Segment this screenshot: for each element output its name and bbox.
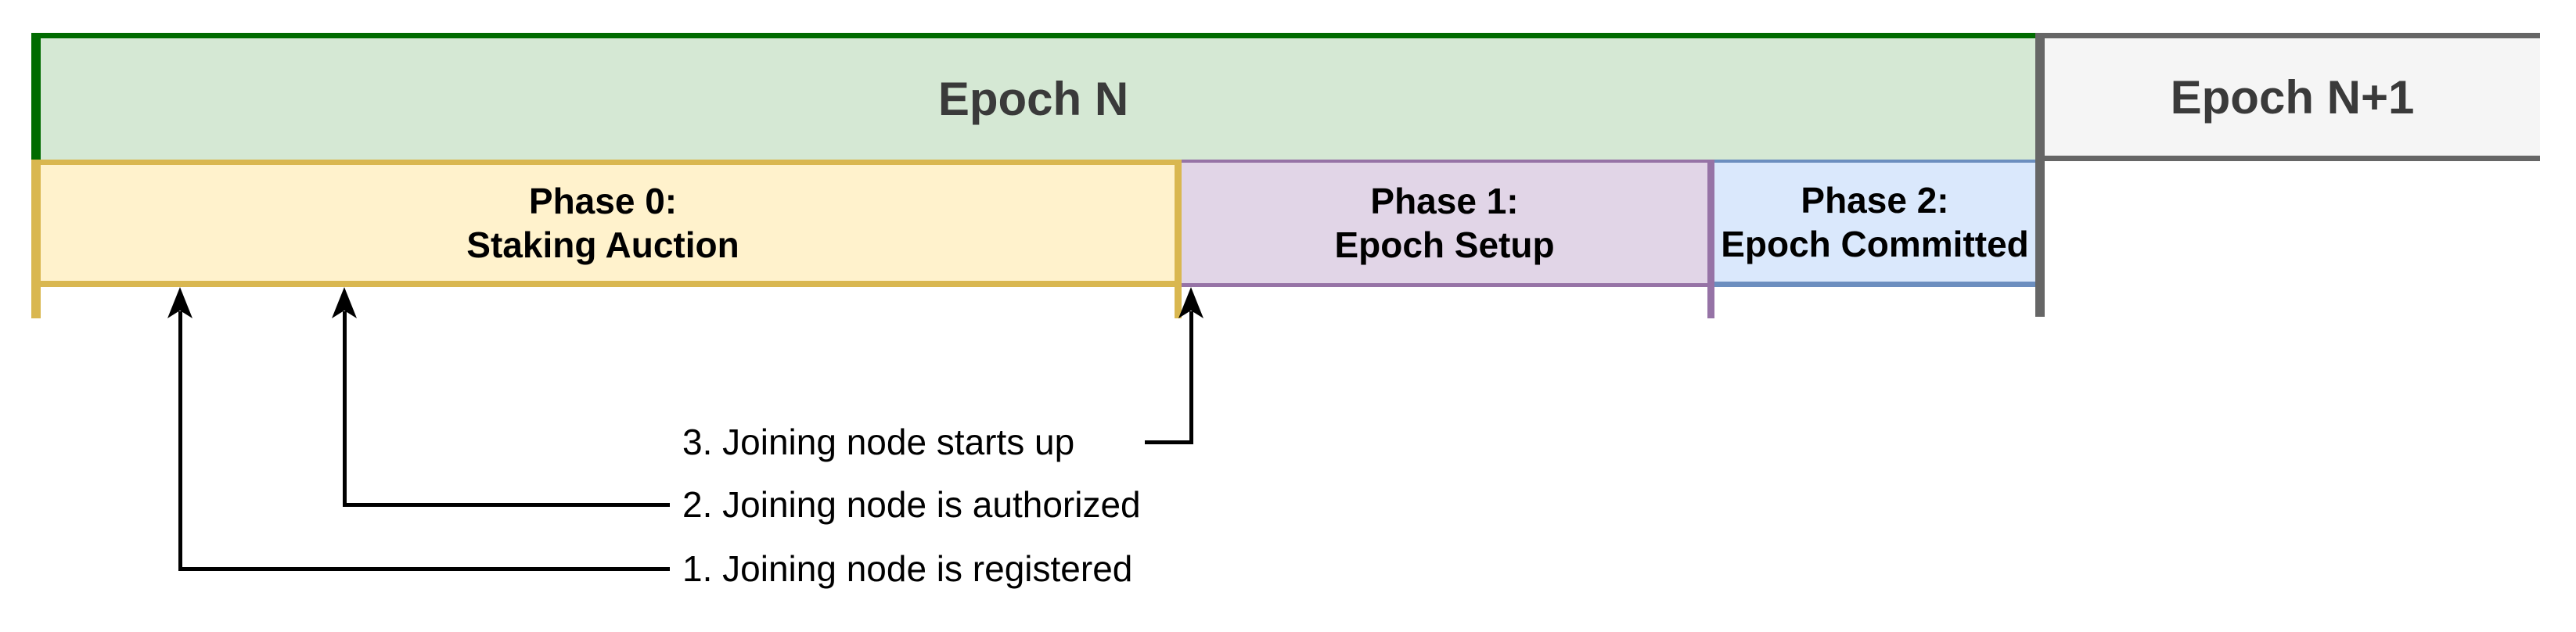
phase-0-title: Phase 0:: [528, 180, 678, 221]
phase-1-subtitle: Epoch Setup: [1334, 224, 1555, 265]
phase-0-end-tick: [1175, 160, 1182, 318]
arrow-1-line: [178, 311, 182, 571]
arrowhead-up-icon: [1178, 287, 1203, 318]
annotation-node-starts-up: 3. Joining node starts up: [682, 422, 1075, 462]
annotation-node-authorized: 2. Joining node is authorized: [682, 484, 1141, 525]
phase-2-box: Phase 2: Epoch Committed: [1714, 160, 2035, 287]
epoch-boundary-divider: [2035, 33, 2045, 317]
annotation-node-registered: 1. Joining node is registered: [682, 548, 1133, 589]
arrow-3-line: [1189, 311, 1193, 444]
epoch-n-title: Epoch N: [937, 73, 1129, 125]
arrow-2-line: [343, 311, 347, 507]
epoch-start-marker: [31, 33, 41, 160]
arrowhead-up-icon: [332, 287, 357, 318]
phase-0-subtitle: Staking Auction: [466, 224, 739, 265]
phase-2-title: Phase 2:: [1801, 179, 1949, 221]
phase-1-end-tick: [1707, 160, 1714, 318]
phase-2-subtitle: Epoch Committed: [1721, 224, 2029, 264]
epoch-n1-title: Epoch N+1: [2170, 70, 2415, 124]
arrowhead-up-icon: [167, 287, 192, 318]
epoch-n-bar: Epoch N: [31, 33, 2035, 160]
arrow-1-connector: [180, 567, 670, 571]
phase-1-title: Phase 1:: [1370, 180, 1519, 221]
arrow-3-connector: [1145, 440, 1193, 444]
arrow-2-connector: [344, 503, 670, 507]
phase-1-box: Phase 1: Epoch Setup: [1182, 160, 1707, 287]
phase-0-start-marker: [31, 160, 41, 318]
epoch-n1-bar: Epoch N+1: [2045, 33, 2540, 161]
phase-0-box: Phase 0: Staking Auction: [31, 160, 1175, 287]
